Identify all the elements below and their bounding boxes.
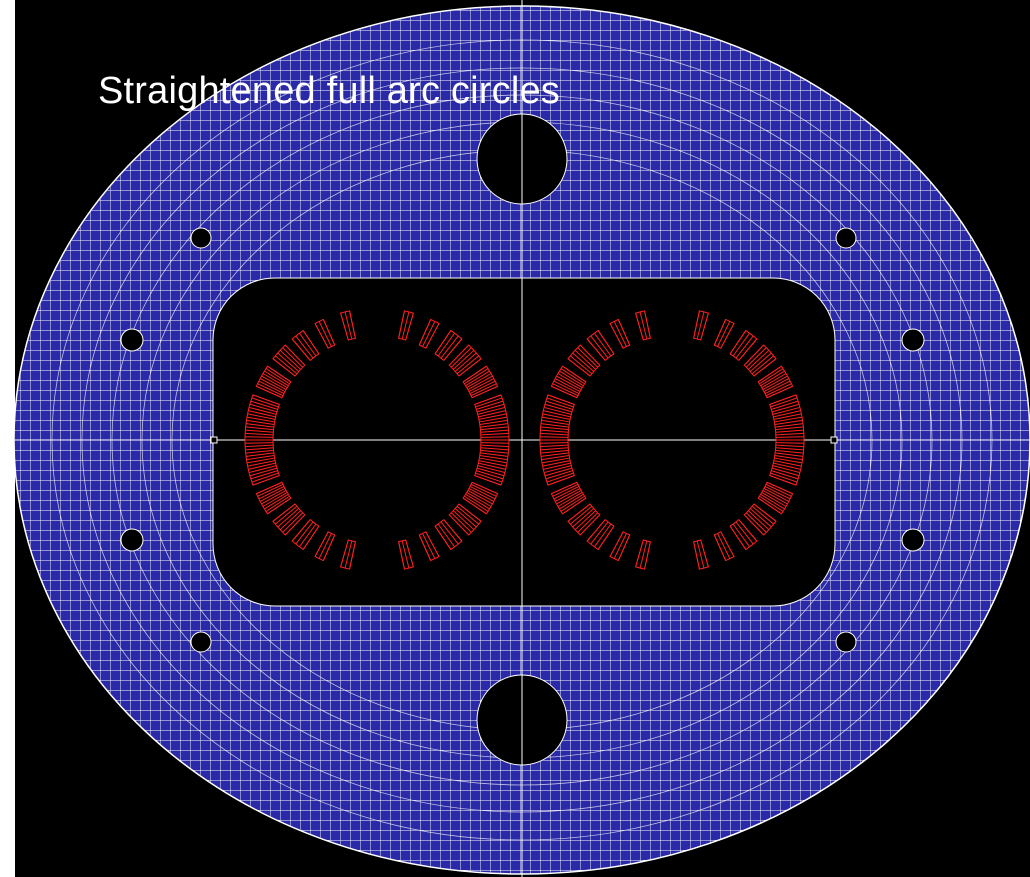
coil-block bbox=[255, 481, 292, 515]
coil-block bbox=[713, 318, 735, 349]
small-hole bbox=[190, 227, 212, 249]
coil-block bbox=[743, 503, 777, 536]
coil-block bbox=[418, 531, 440, 562]
coil-block bbox=[550, 481, 587, 515]
coil-block bbox=[339, 310, 356, 341]
coil-block bbox=[474, 394, 510, 441]
coil-block bbox=[729, 329, 758, 362]
coil-block bbox=[539, 439, 575, 486]
coil-block bbox=[634, 539, 651, 570]
beam-aperture-cutout bbox=[212, 277, 836, 607]
figure-title: Straightened full arc circles bbox=[98, 70, 561, 112]
coil-block bbox=[448, 344, 482, 377]
axis-marker-right bbox=[830, 436, 838, 444]
small-hole bbox=[120, 528, 144, 552]
coil-block bbox=[434, 518, 463, 551]
small-hole bbox=[835, 631, 857, 653]
coil-block bbox=[634, 310, 651, 341]
coil-block bbox=[693, 539, 710, 570]
coil-block bbox=[314, 531, 336, 562]
coil-block bbox=[291, 329, 320, 362]
coil-block bbox=[713, 531, 735, 562]
small-hole bbox=[190, 631, 212, 653]
coil-block bbox=[539, 394, 575, 441]
coil-block bbox=[729, 518, 758, 551]
coil-block bbox=[314, 318, 336, 349]
coil-block bbox=[272, 503, 306, 536]
small-hole bbox=[835, 227, 857, 249]
coil-block bbox=[255, 365, 292, 399]
small-holes bbox=[120, 227, 925, 653]
small-hole bbox=[901, 328, 925, 352]
coil-block bbox=[586, 329, 615, 362]
coil-block bbox=[567, 344, 601, 377]
coil-block bbox=[291, 518, 320, 551]
coil-block bbox=[609, 531, 631, 562]
small-hole bbox=[120, 328, 144, 352]
coil-block bbox=[769, 439, 805, 486]
coil-block bbox=[272, 344, 306, 377]
small-hole bbox=[901, 528, 925, 552]
coil-block bbox=[550, 365, 587, 399]
coil-blocks bbox=[244, 310, 805, 570]
coil-block bbox=[244, 394, 280, 441]
coil-block bbox=[567, 503, 601, 536]
coil-block bbox=[609, 318, 631, 349]
axis-marker-left bbox=[210, 436, 218, 444]
coil-block bbox=[757, 365, 794, 399]
coil-block bbox=[586, 518, 615, 551]
coil-block bbox=[474, 439, 510, 486]
coil-block bbox=[448, 503, 482, 536]
coil-block bbox=[743, 344, 777, 377]
coil-block bbox=[434, 329, 463, 362]
coil-block bbox=[693, 310, 710, 341]
coil-block bbox=[462, 481, 499, 515]
coil-block bbox=[418, 318, 440, 349]
coil-block bbox=[339, 539, 356, 570]
coil-block bbox=[398, 539, 415, 570]
coil-block bbox=[757, 481, 794, 515]
coil-block bbox=[398, 310, 415, 341]
coil-block bbox=[244, 439, 280, 486]
coil-block bbox=[769, 394, 805, 441]
coil-block bbox=[462, 365, 499, 399]
